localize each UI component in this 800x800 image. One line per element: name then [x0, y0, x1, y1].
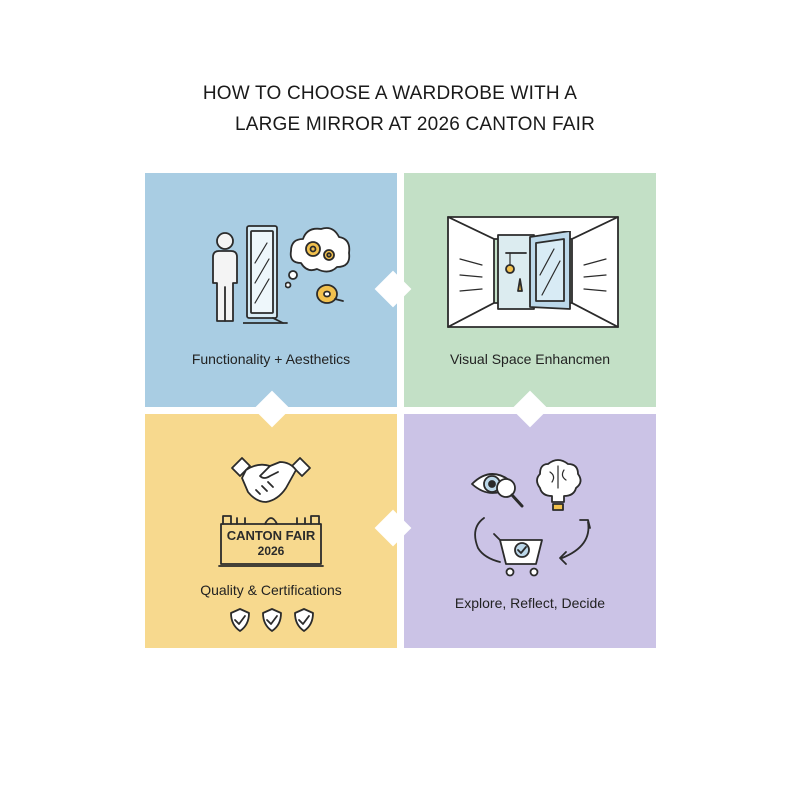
shield-check-icon: [229, 607, 251, 633]
cycle-arrow-icon: [552, 516, 596, 566]
quadrant-label: Functionality + Aesthetics: [191, 351, 351, 367]
room-perspective-icon: [446, 215, 620, 329]
eye-magnifier-icon: [470, 462, 530, 510]
handshake-icon: [230, 452, 312, 510]
quadrant-visual-space: Visual Space Enhancmen: [404, 173, 656, 407]
shield-check-icon: [261, 607, 283, 633]
brain-bulb-icon: [534, 458, 584, 516]
shopping-cart-icon: [470, 514, 550, 580]
shield-check-icon: [293, 607, 315, 633]
thought-gears-icon: [285, 223, 355, 293]
quadrant-explore: Explore, Reflect, Decide: [404, 414, 656, 648]
title-line-2: LARGE MIRROR AT 2026 CANTON FAIR: [234, 114, 596, 135]
quadrant-label: Visual Space Enhancmen: [449, 351, 611, 367]
mirror-wardrobe-icon: [496, 231, 576, 315]
quadrant-quality: CANTON FAIR 2026 Quality & Certification…: [145, 414, 397, 648]
quadrant-functionality: Functionality + Aesthetics: [145, 173, 397, 407]
page-title: HOW TO CHOOSE A WARDROBE WITH A LARGE MI…: [0, 78, 800, 140]
quadrant-label: Quality & Certifications: [200, 582, 342, 598]
mirror-icon: [243, 223, 293, 328]
canton-fair-sign: CANTON FAIR: [226, 528, 316, 543]
title-line-1: HOW TO CHOOSE A WARDROBE WITH A: [202, 83, 578, 104]
measuring-tape-icon: [315, 281, 345, 307]
canton-fair-year: 2026: [257, 544, 285, 558]
person-icon: [207, 231, 247, 326]
fair-building-icon: [217, 514, 325, 568]
quadrant-label: Explore, Reflect, Decide: [454, 595, 606, 611]
